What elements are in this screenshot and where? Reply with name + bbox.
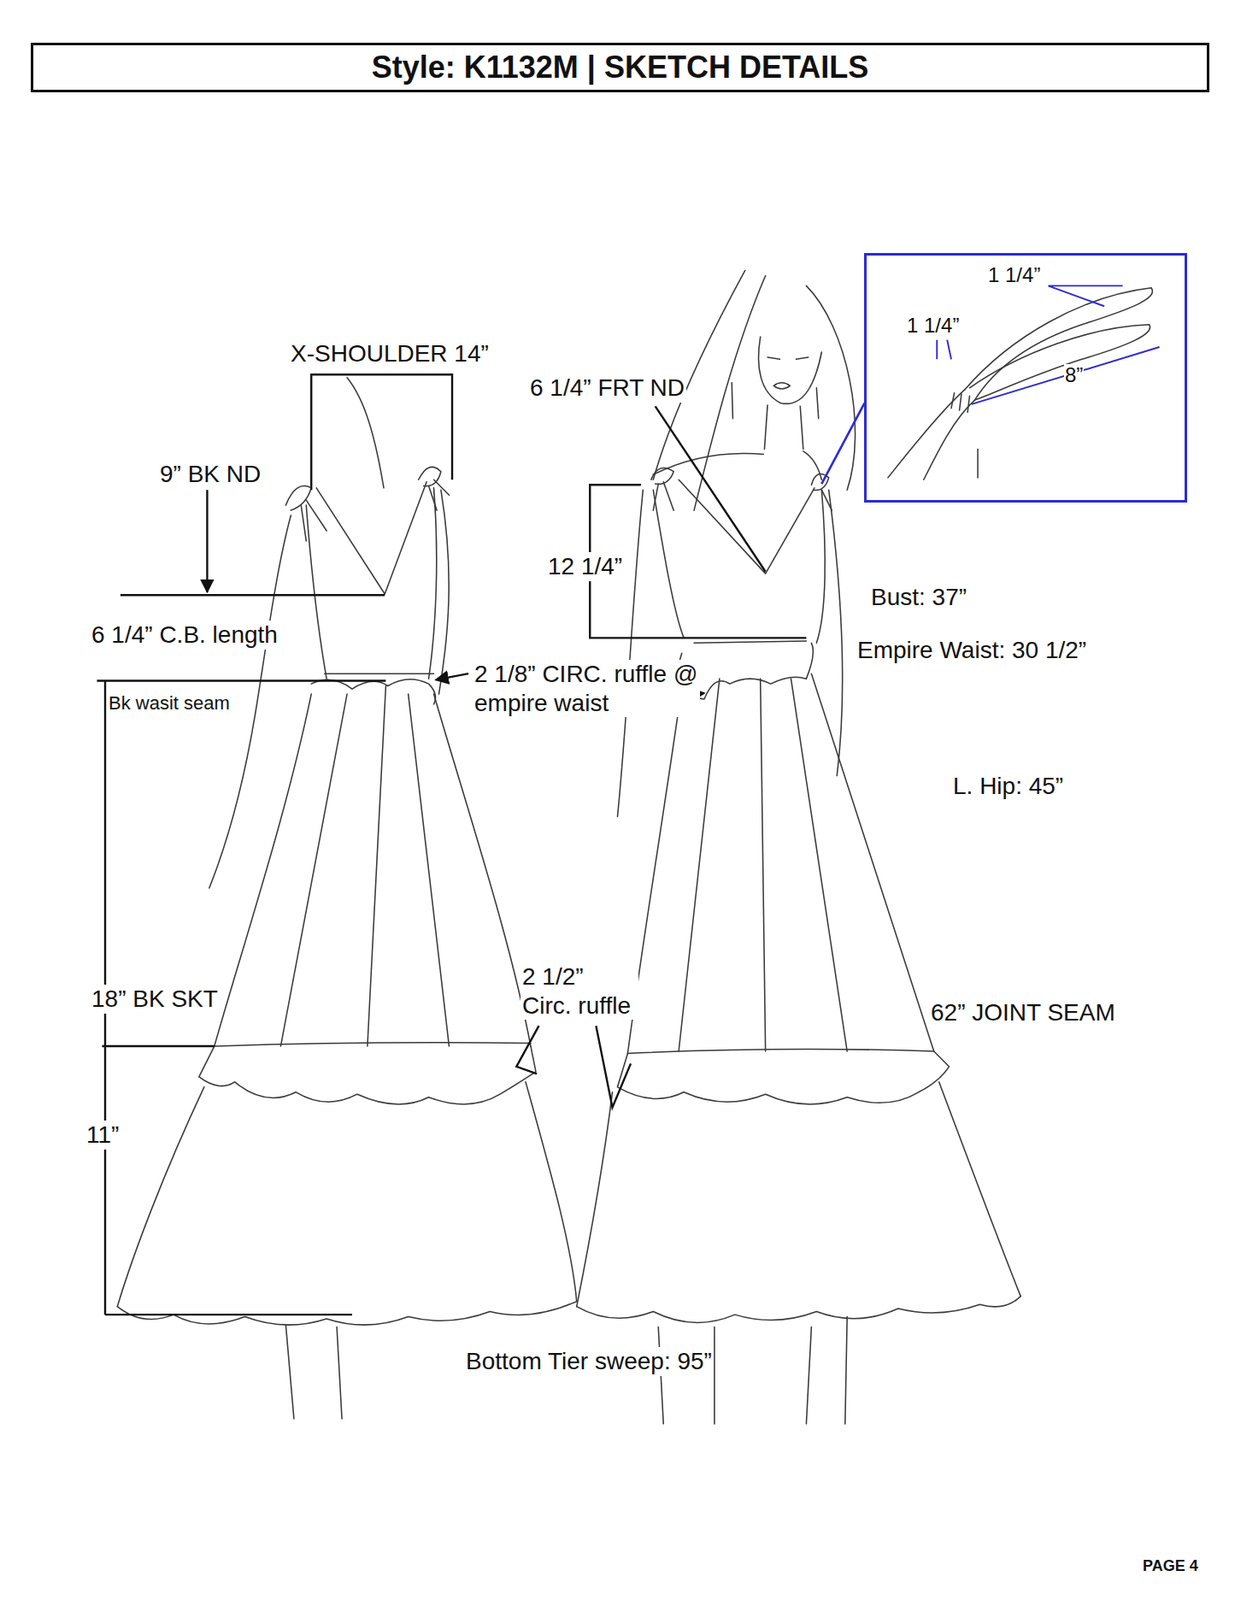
dimension-label: 2 1/2” Circ. ruffle: [520, 962, 639, 1020]
dimension-label: Bottom Tier sweep: 95”: [464, 1346, 714, 1377]
dimension-label: 18” BK SKT: [89, 984, 220, 1014]
dimension-label: 1 1/4”: [987, 264, 1041, 287]
title-text: Style: K1132M | SKETCH DETAILS: [371, 49, 870, 86]
dimension-label: 11”: [84, 1120, 121, 1150]
title-box: Style: K1132M | SKETCH DETAILS: [30, 42, 1210, 93]
detail-inset: 1 1/4” 1 1/4” 8”: [864, 252, 1188, 503]
dimension-label: L. Hip: 45”: [951, 771, 1065, 801]
page-number: PAGE 4: [1140, 1557, 1200, 1577]
dimension-label: Empire Waist: 30 1/2”: [855, 635, 1088, 665]
dimension-label: 8”: [1064, 364, 1084, 387]
dimension-label: Bk wasit seam: [106, 692, 232, 715]
dimension-label: 6 1/4” FRT ND: [528, 373, 687, 403]
dimension-label: 12 1/4”: [546, 552, 624, 582]
dimension-label: 1 1/4”: [905, 314, 960, 337]
dimension-label: X-SHOULDER 14”: [288, 339, 491, 369]
dimension-label: 62” JOINT SEAM: [929, 998, 1118, 1028]
dimension-label: 6 1/4” C.B. length: [89, 620, 280, 650]
dimension-label: 9” BK ND: [158, 459, 263, 489]
dimension-label: 2 1/8” CIRC. ruffle @ empire waist: [472, 659, 700, 718]
dimension-label: Bust: 37”: [869, 582, 969, 612]
